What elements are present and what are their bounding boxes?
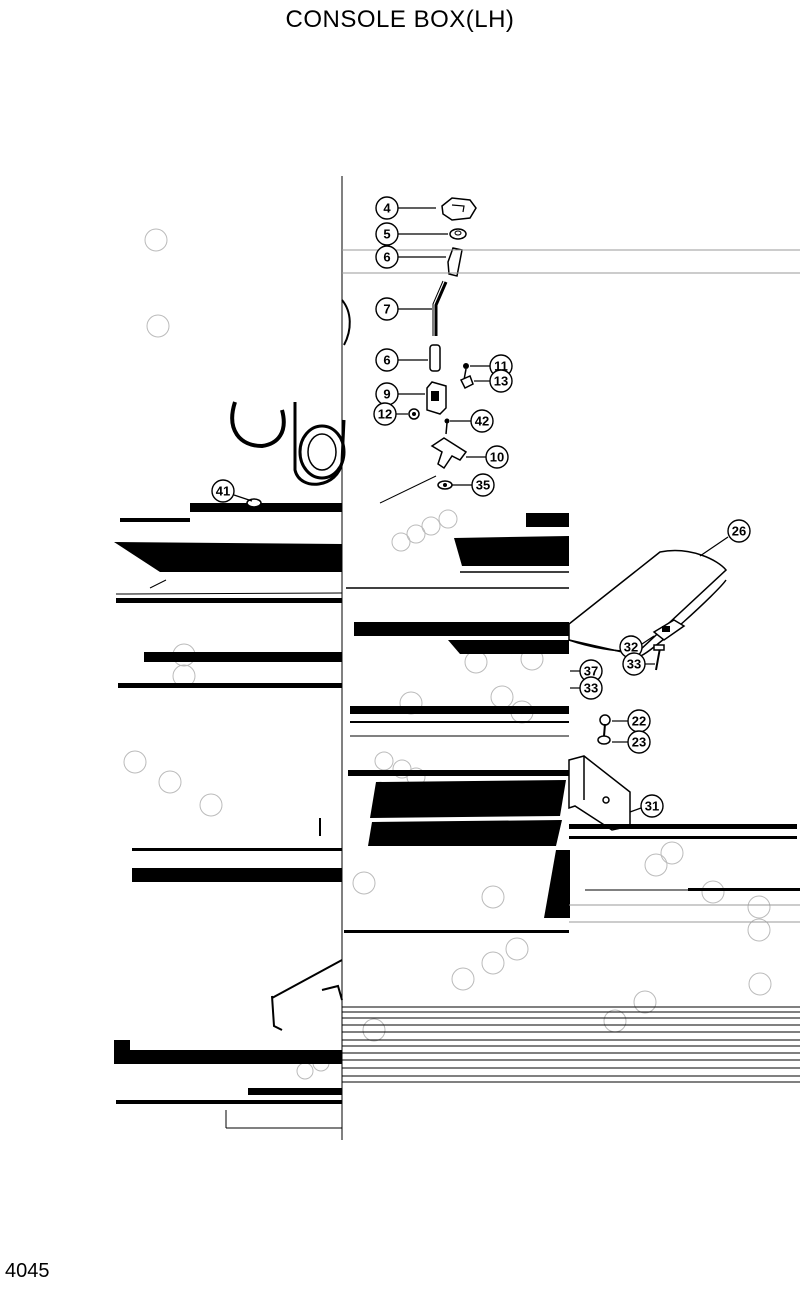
svg-text:6: 6: [383, 353, 390, 368]
bolt-part: [459, 374, 474, 390]
support-bracket-part: [568, 755, 631, 831]
svg-text:37: 37: [584, 664, 598, 679]
callout-6-upper: 6: [375, 245, 446, 269]
svg-text:4: 4: [383, 201, 391, 216]
callout-7: 7: [375, 297, 432, 321]
svg-text:26: 26: [732, 524, 746, 539]
lower-sleeve-part: [429, 344, 441, 372]
callout-33-upper: 33: [622, 652, 655, 676]
armrest-pad-part: [568, 549, 728, 652]
callout-35: 35: [452, 473, 495, 497]
svg-text:42: 42: [475, 414, 489, 429]
knob-part: [441, 197, 477, 221]
page-title: CONSOLE BOX(LH): [285, 6, 515, 33]
upper-sleeve-part: [447, 247, 463, 277]
svg-text:23: 23: [632, 735, 646, 750]
callout-13: 13: [474, 369, 513, 393]
callout-31: 31: [629, 794, 664, 818]
console-housing-center: [321, 176, 800, 1140]
callout-41: 41: [211, 479, 253, 503]
svg-text:22: 22: [632, 714, 646, 729]
svg-text:33: 33: [584, 681, 598, 696]
svg-text:35: 35: [476, 478, 490, 493]
callout-33-lower: 33: [570, 676, 603, 700]
cable-coil: [230, 299, 351, 486]
callout-6-lower: 6: [375, 348, 428, 372]
svg-text:9: 9: [383, 387, 390, 402]
svg-text:33: 33: [627, 657, 641, 672]
callout-23: 23: [612, 730, 651, 754]
console-housing-right: [342, 549, 800, 1083]
lever-knob-assembly: [379, 197, 477, 504]
callout-9: 9: [375, 382, 425, 406]
bracket-part: [430, 437, 468, 470]
callout-12: 12: [373, 402, 408, 426]
callout-32: 32: [619, 635, 655, 659]
svg-text:10: 10: [490, 450, 504, 465]
svg-text:13: 13: [494, 374, 508, 389]
svg-text:41: 41: [216, 484, 230, 499]
svg-text:5: 5: [383, 227, 390, 242]
pin-part: [444, 418, 450, 424]
screw-part: [463, 363, 469, 369]
svg-text:32: 32: [624, 640, 638, 655]
svg-text:31: 31: [645, 799, 659, 814]
svg-text:12: 12: [378, 407, 392, 422]
svg-text:11: 11: [494, 359, 508, 374]
svg-text:6: 6: [383, 250, 390, 265]
callout-10: 10: [466, 445, 509, 469]
console-housing-left: [114, 498, 343, 1129]
page-number: 4045: [5, 1260, 50, 1282]
svg-text:7: 7: [383, 302, 390, 317]
lever-rod-part: [434, 281, 448, 336]
base-plate-lines: [342, 1006, 800, 1083]
callout-42: 42: [450, 409, 494, 433]
callout-22: 22: [612, 709, 651, 733]
callout-5: 5: [375, 222, 448, 246]
nut-part: [449, 228, 467, 240]
callout-4: 4: [375, 196, 436, 220]
callout-26: 26: [699, 519, 751, 557]
